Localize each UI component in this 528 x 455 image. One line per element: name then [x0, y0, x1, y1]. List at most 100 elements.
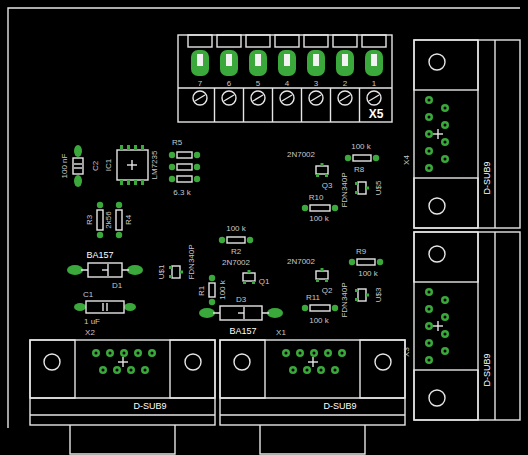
pin-hole: [313, 352, 316, 355]
part-value: BA157: [86, 251, 113, 260]
part-name: R3: [86, 215, 94, 225]
terminal-screw: [338, 91, 352, 105]
capacitor-pad: [74, 303, 86, 311]
transistor-pad: [321, 268, 324, 271]
pin-pad: [148, 349, 156, 357]
resistor-pad: [169, 152, 175, 158]
ic-pad: [134, 180, 137, 185]
part-value: 2N7002: [287, 151, 315, 159]
terminal-pad: [365, 50, 383, 76]
part-value: 2N7002: [222, 259, 250, 267]
resistor-symbol: [116, 210, 122, 230]
pin-hole: [428, 99, 431, 102]
mosfet-symbol: [358, 289, 366, 301]
resistor-symbol: [310, 305, 330, 311]
mounting-hole: [185, 354, 201, 370]
terminal-slot: [197, 54, 203, 66]
part-value: D-SUB9: [133, 402, 166, 411]
transistor-pad: [243, 281, 246, 284]
dsub-outline: [220, 340, 405, 425]
transistor-symbol: [316, 166, 328, 174]
transistor-pad: [325, 174, 328, 177]
pin-pad: [425, 356, 433, 364]
pin-pad: [441, 138, 449, 146]
mounting-hole: [44, 354, 60, 370]
resistor-pad: [116, 232, 122, 238]
part-value: 100 k: [226, 225, 246, 233]
terminal-tab: [217, 35, 241, 47]
terminal-slot: [313, 54, 319, 66]
transistor-pad: [316, 279, 319, 282]
pin-pad: [99, 366, 107, 374]
pin-pad: [120, 349, 128, 357]
pin-hole: [341, 352, 344, 355]
resistor-pad: [373, 155, 379, 161]
part-name: Q3: [322, 182, 333, 190]
resistor-pad: [169, 176, 175, 182]
pin-pad: [92, 349, 100, 357]
pin-pad: [425, 113, 433, 121]
pin-hole: [428, 133, 431, 136]
mounting-hole: [429, 54, 445, 70]
ic-cross: [131, 160, 132, 170]
transistor-symbol: [316, 271, 328, 279]
part-name: X2: [85, 329, 95, 337]
screw-slot: [311, 95, 321, 101]
pin-pad: [296, 349, 304, 357]
pin-pad: [338, 349, 346, 357]
pin-pad: [310, 349, 318, 357]
terminal-block: [178, 35, 392, 122]
resistor-pad: [332, 305, 338, 311]
dsub-ear: [170, 340, 215, 398]
part-value: 100 k: [309, 215, 329, 223]
pin-hole: [444, 107, 447, 110]
terminal-screw: [367, 91, 381, 105]
terminal-tab: [246, 35, 270, 47]
part-value: D-SUB9: [483, 161, 492, 194]
mosfet-pad: [355, 191, 358, 194]
resistor-pad: [302, 305, 308, 311]
dsub-line: [494, 40, 495, 228]
transistor-pad: [248, 270, 251, 273]
diode-symbol: [220, 306, 262, 320]
pin-hole: [116, 369, 119, 372]
pin-pad: [282, 349, 290, 357]
pin-hole: [428, 342, 431, 345]
transistor-pad: [252, 281, 255, 284]
resistor-pad: [377, 259, 383, 265]
mosfet-pad: [366, 187, 369, 190]
terminal-pad: [278, 50, 296, 76]
resistor-symbol: [310, 205, 330, 211]
resistor-pad: [345, 155, 351, 161]
screw-slot: [253, 95, 263, 101]
part-value: D-SUB9: [323, 402, 356, 411]
resistor-pad: [209, 275, 215, 281]
mounting-hole: [234, 354, 250, 370]
mounting-hole: [429, 390, 445, 406]
part-value: 6.3 k: [173, 189, 190, 197]
capacitor-plate: [74, 167, 82, 168]
mosfet-pad: [169, 275, 172, 278]
pin-hole: [428, 116, 431, 119]
resistor-pad: [97, 202, 103, 208]
mosfet-pad: [169, 266, 172, 269]
terminal-screw: [251, 91, 265, 105]
pin-pad: [289, 366, 297, 374]
terminal-divider: [214, 88, 215, 122]
dsub-ear: [360, 340, 405, 398]
resistor-pad: [219, 237, 225, 243]
pin-hole: [444, 124, 447, 127]
part-name: Q1: [259, 278, 270, 286]
pin-pad: [425, 130, 433, 138]
part-value: 100 k: [219, 280, 227, 300]
part-name: D3: [236, 296, 246, 304]
pin-hole: [444, 350, 447, 353]
ic-pad: [127, 145, 130, 150]
ic-pad: [141, 145, 144, 150]
terminal-slot: [255, 54, 261, 66]
part-value: FDN340P: [188, 244, 196, 279]
pin-number: 7: [198, 80, 202, 88]
center-cross: [437, 129, 438, 139]
terminal-pad: [191, 50, 209, 76]
